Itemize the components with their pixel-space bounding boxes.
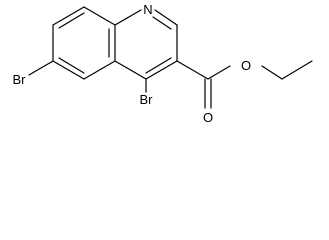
bond-c6-c5 <box>52 60 85 80</box>
bond-c5-c4a <box>83 60 116 80</box>
benzene-ring <box>52 6 116 80</box>
bond-carbonyl-c-o-ester <box>207 65 231 80</box>
double-bond-c8-c7 <box>58 12 85 29</box>
bond-o-ch2 <box>261 65 283 80</box>
bond-c8a-c8 <box>83 6 116 26</box>
pyridine-ring <box>114 9 178 80</box>
bond-c4-c4a <box>114 60 147 80</box>
bond-ch2-ch3 <box>281 60 313 80</box>
double-bond-c3-c4 <box>145 57 172 74</box>
atom-label-o-ester: O <box>241 58 251 73</box>
bond-c8-c7 <box>52 6 85 26</box>
bond-c6-br <box>28 60 54 76</box>
bond-c8a-n1 <box>114 9 142 26</box>
atom-label-o-carbonyl: O <box>203 110 213 125</box>
double-bond-n1-c2 <box>152 16 172 30</box>
bond-c3-c4 <box>145 60 178 80</box>
bond-c3-carbonyl-c <box>176 60 209 80</box>
atom-label-br4: Br <box>140 92 154 107</box>
chemical-structure: N Br Br O O <box>13 2 313 125</box>
double-bond-c6-c5 <box>58 57 85 74</box>
bond-n1-c2 <box>154 9 178 26</box>
substituent-bonds <box>28 60 313 109</box>
atom-label-br6: Br <box>13 72 27 87</box>
atom-label-n1: N <box>143 2 152 17</box>
